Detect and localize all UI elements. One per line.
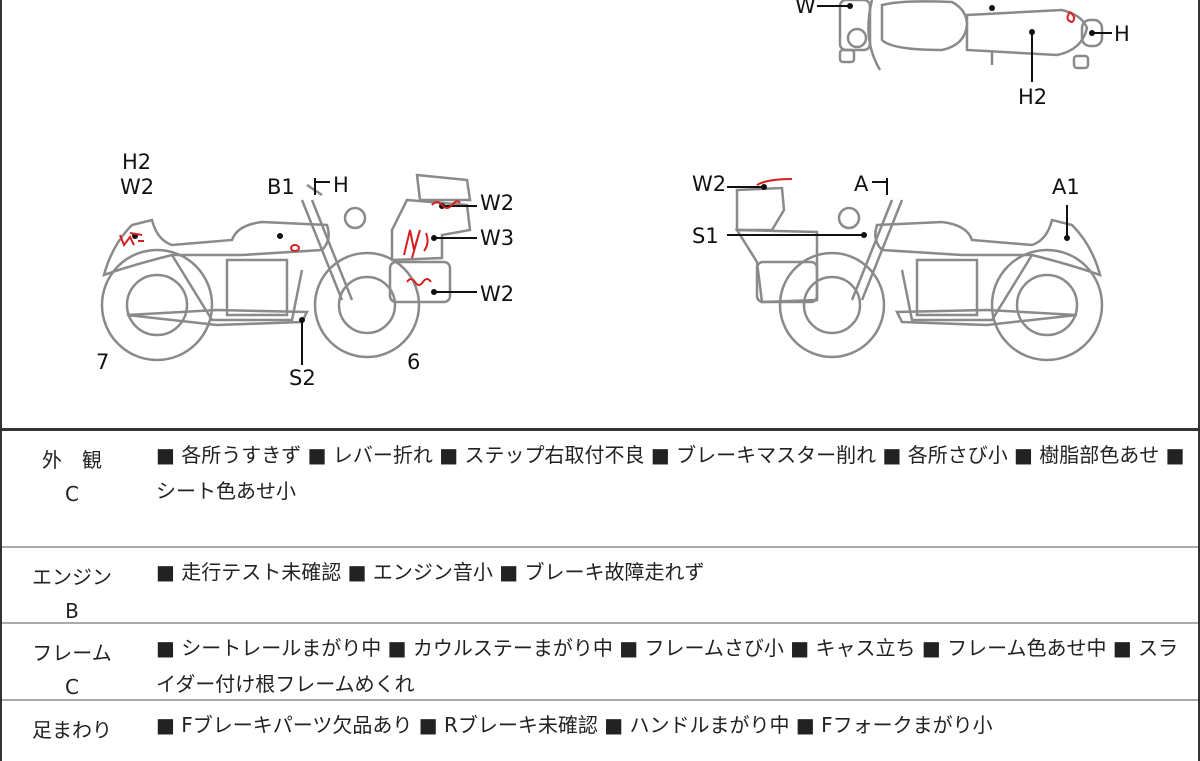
condition-notes: ■ シートレールまがり中 ■ カウルステーまがり中 ■ フレームさび小 ■ キャ… bbox=[156, 636, 1179, 696]
condition-notes: ■ 各所うすきず ■ レバー折れ ■ ステップ右取付不良 ■ ブレーキマスター削… bbox=[156, 443, 1185, 503]
label-right-a: A bbox=[854, 172, 869, 196]
label-right-w2: W2 bbox=[692, 172, 727, 196]
label-left-w2-bag: W2 bbox=[480, 282, 515, 306]
grade: C bbox=[65, 482, 79, 506]
label-top-h: H bbox=[1114, 22, 1130, 46]
label-right-s1: S1 bbox=[692, 224, 719, 248]
category-label: 足まわり bbox=[32, 718, 112, 742]
top-view-motorcycle bbox=[817, 0, 1112, 82]
label-top-h2: H2 bbox=[1018, 85, 1048, 109]
row-suspension: 足まわり ■ Fブレーキパーツ欠品あり ■ Rブレーキ未確認 ■ ハンドルまがり… bbox=[2, 701, 1198, 761]
label-left-s2: S2 bbox=[289, 366, 316, 390]
motorcycle-drawings bbox=[100, 0, 1112, 365]
label-left-h: H bbox=[333, 173, 349, 197]
label-left-7: 7 bbox=[96, 350, 110, 374]
row-exterior: 外 観 C ■ 各所うすきず ■ レバー折れ ■ ステップ右取付不良 ■ ブレーキ… bbox=[2, 431, 1198, 548]
right-side-motorcycle bbox=[727, 178, 1104, 362]
row-engine: エンジン B ■ 走行テスト未確認 ■ エンジン音小 ■ ブレーキ故障走れず bbox=[2, 548, 1198, 624]
grade: B bbox=[65, 599, 79, 623]
label-left-w2: W2 bbox=[120, 175, 155, 199]
condition-notes: ■ 走行テスト未確認 ■ エンジン音小 ■ ブレーキ故障走れず bbox=[156, 560, 705, 584]
condition-notes: ■ Fブレーキパーツ欠品あり ■ Rブレーキ未確認 ■ ハンドルまがり中 ■ F… bbox=[156, 713, 993, 737]
label-left-w2-cowl: W2 bbox=[480, 191, 515, 215]
category-label: 外 観 bbox=[42, 448, 102, 472]
label-left-b1: B1 bbox=[267, 175, 295, 199]
label-left-h2: H2 bbox=[122, 150, 152, 174]
row-frame: フレーム C ■ シートレールまがり中 ■ カウルステーまがり中 ■ フレームさび… bbox=[2, 624, 1198, 701]
left-side-motorcycle bbox=[100, 173, 477, 365]
condition-table: 外 観 C ■ 各所うすきず ■ レバー折れ ■ ステップ右取付不良 ■ ブレーキ… bbox=[0, 428, 1200, 761]
label-right-a1: A1 bbox=[1052, 175, 1080, 199]
label-left-w3: W3 bbox=[480, 226, 515, 250]
category-label: エンジン bbox=[32, 565, 112, 589]
category-label: フレーム bbox=[32, 641, 112, 665]
label-top-w: W bbox=[795, 0, 816, 18]
damage-diagram: W H H2 H2 W2 B1 H W2 W3 W2 7 S2 6 W2 S1 … bbox=[0, 0, 1200, 428]
grade: C bbox=[65, 675, 79, 699]
label-left-6: 6 bbox=[407, 350, 421, 374]
